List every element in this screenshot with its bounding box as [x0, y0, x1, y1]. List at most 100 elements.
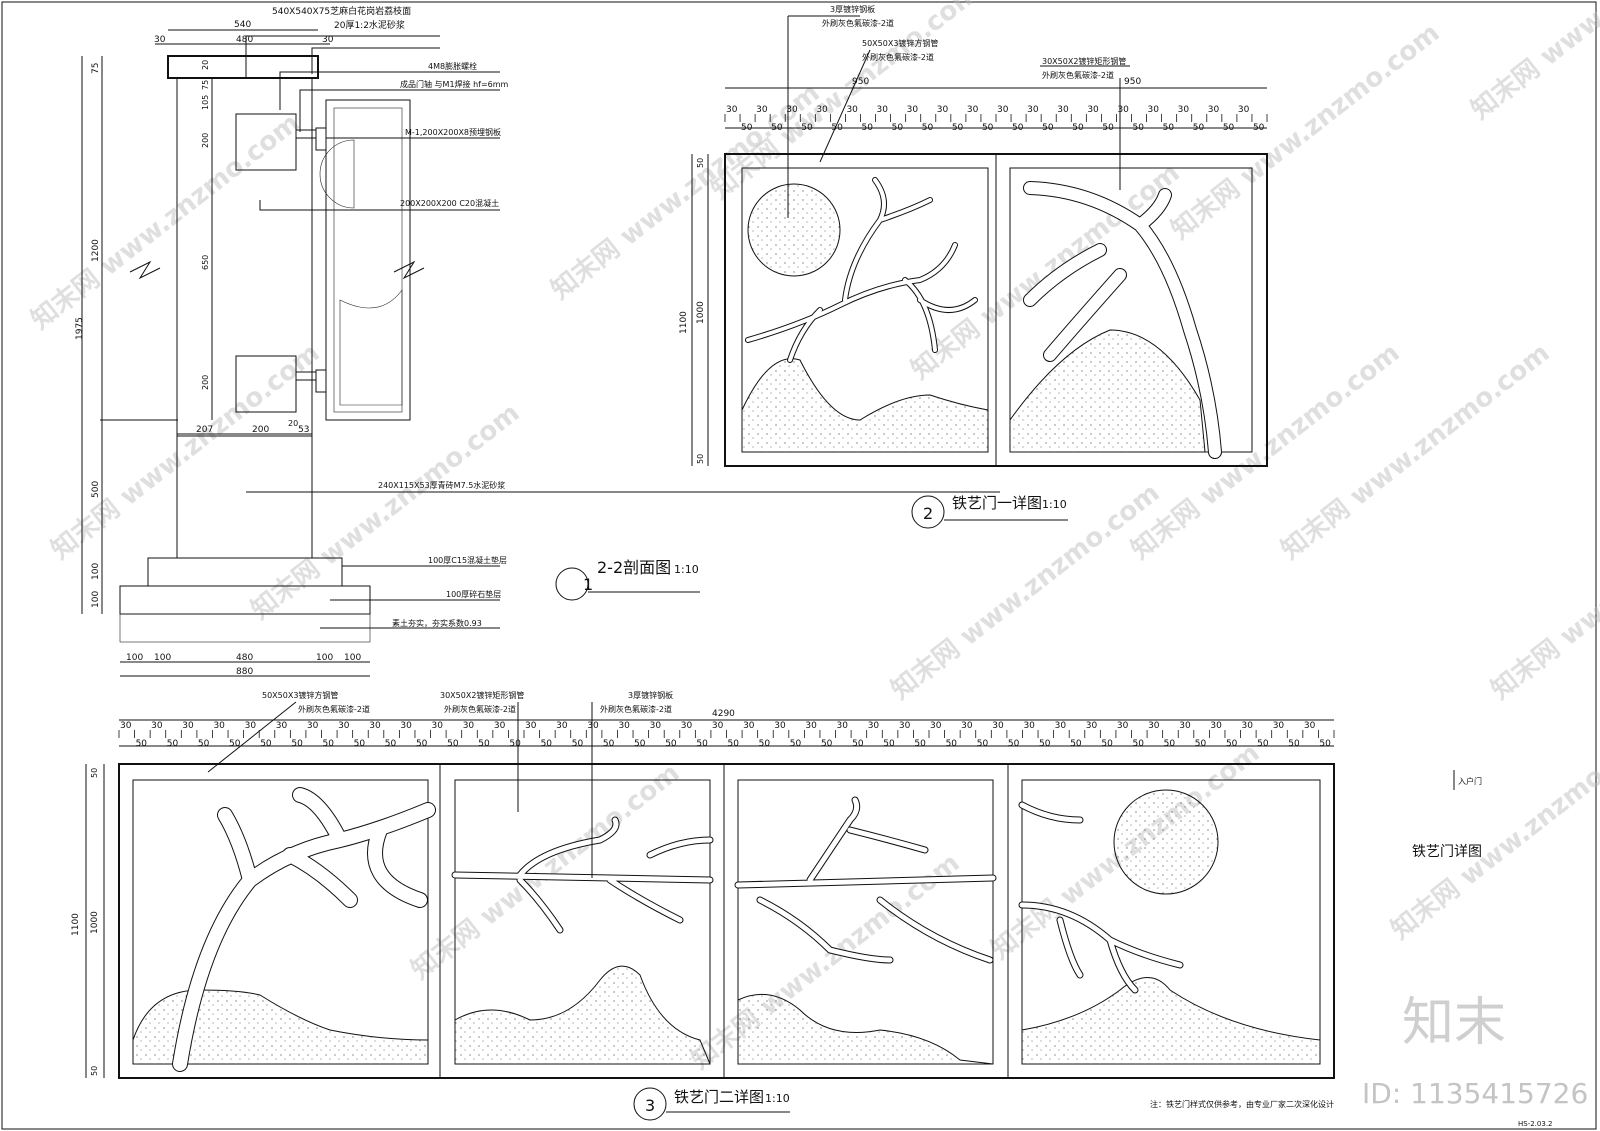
g1-tick-label: 50 [1193, 123, 1205, 133]
gate-one-dimension-lines [691, 87, 1267, 466]
g2-tick-label: 50 [291, 739, 303, 749]
section-number-circle [555, 567, 589, 601]
watermark-text: 知末网 www.znzmo.com [406, 758, 686, 986]
g1-callout-tube: 50X50X3镀锌方钢管 [862, 38, 938, 48]
gate-two-hills-1-texture [133, 990, 428, 1064]
g2-tick-label: 30 [1117, 721, 1129, 731]
g2-tick-label: 50 [821, 739, 833, 749]
dim-53: 53 [298, 425, 309, 435]
gate-two-detail: 3050305030503050305030503050305030503050… [85, 701, 1335, 1121]
g2-tick-label: 30 [276, 721, 288, 731]
g1-tick-label: 50 [982, 123, 994, 133]
section-dimension-lines [81, 29, 370, 677]
g1-tick-label: 30 [997, 105, 1009, 115]
watermark-text: 知末网 www.znzmo.com [1466, 0, 1600, 126]
g2-dim-50-bottom: 50 [90, 1066, 99, 1076]
gate-profile-infill [333, 107, 403, 413]
g2-dim-4290: 4290 [712, 709, 735, 719]
g1-tick-label: 50 [1253, 123, 1265, 133]
concrete-block-lower [235, 355, 297, 413]
g2-tick-label: 30 [432, 721, 444, 731]
g1-tick-label: 30 [1087, 105, 1099, 115]
g1-callout-plate: 3厚镀锌钢板 [830, 4, 875, 14]
gate-one-trunk-right-inner [1024, 182, 1221, 458]
g2-callout-tube-paint: 外刷灰色氟碳漆-2道 [298, 704, 370, 714]
g2-tick-label: 30 [805, 721, 817, 731]
watermark-text: 知末网 www.znzmo.com [1166, 18, 1446, 246]
dim-bottom-480: 480 [236, 653, 253, 663]
g2-tick-label: 50 [509, 739, 521, 749]
dim-30-left: 30 [154, 35, 166, 45]
dim-100-a: 100 [91, 563, 101, 580]
g2-dim-1100: 1100 [71, 913, 81, 936]
callout-gravel: 100厚碎石垫层 [446, 589, 501, 599]
gate-two-frame [118, 763, 1335, 1079]
g2-tick-label: 30 [213, 721, 225, 731]
gate-two-branch-3-inner [735, 797, 996, 963]
g2-tick-label: 30 [525, 721, 537, 731]
g1-tick-label: 30 [1238, 105, 1250, 115]
g1-tick-label: 30 [1208, 105, 1220, 115]
g2-tick-label: 50 [354, 739, 366, 749]
g2-tick-label: 30 [712, 721, 724, 731]
g2-tick-label: 30 [1304, 721, 1316, 731]
g1-tick-label: 50 [831, 123, 843, 133]
dim-20: 20 [201, 60, 210, 70]
g2-dim-50-top: 50 [90, 768, 99, 778]
callout-brick: 240X115X53厚青砖M7.5水泥砂浆 [378, 480, 505, 490]
g2-tick-label: 30 [1023, 721, 1035, 731]
g2-tick-label: 30 [1055, 721, 1067, 731]
g2-tick-label: 50 [1164, 739, 1176, 749]
g2-tick-label: 50 [883, 739, 895, 749]
g2-tick-label: 50 [696, 739, 708, 749]
g2-callout-tube: 50X50X3镀锌方钢管 [262, 690, 338, 700]
g2-tick-label: 30 [182, 721, 194, 731]
dim-bottom-100-c: 100 [316, 653, 333, 663]
g1-tick-label: 50 [1012, 123, 1024, 133]
g2-tick-label: 50 [728, 739, 740, 749]
gate-one-tick-row: 3050305030503050305030503050305030503050… [724, 105, 1268, 133]
g2-tick-label: 30 [1179, 721, 1191, 731]
hinge-plate-upper [315, 127, 327, 151]
id-watermark: ID: 1135415726 [1362, 1077, 1588, 1110]
dim-bottom-100-d: 100 [344, 653, 361, 663]
g1-callout-rect: 30X50X2镀锌矩形钢管 [1042, 56, 1126, 66]
g2-tick-label: 30 [245, 721, 257, 731]
dim-20-b: 20 [288, 419, 298, 428]
g1-tick-label: 30 [877, 105, 889, 115]
g2-tick-label: 50 [198, 739, 210, 749]
g2-tick-label: 50 [229, 739, 241, 749]
g1-tick-label: 50 [741, 123, 753, 133]
g1-tick-label: 30 [1178, 105, 1190, 115]
g1-tick-label: 30 [937, 105, 949, 115]
g2-tick-label: 50 [665, 739, 677, 749]
dim-1975: 1975 [75, 317, 85, 340]
g2-tick-label: 30 [556, 721, 568, 731]
g2-callout-plate: 3厚镀锌钢板 [628, 690, 673, 700]
g2-tick-label: 30 [307, 721, 319, 731]
watermark-text: 知末网 www.znzmo.com [26, 108, 306, 336]
sheet-code: HS-2.03.2 [1518, 1120, 1553, 1128]
g2-tick-label: 50 [1257, 739, 1269, 749]
g2-tick-label: 50 [136, 739, 148, 749]
g2-tick-label: 30 [369, 721, 381, 731]
dim-200-row: 200 [252, 425, 269, 435]
g2-tick-label: 50 [946, 739, 958, 749]
g2-tick-label: 30 [338, 721, 350, 731]
g1-callout-rect-paint: 外刷灰色氟碳漆-2道 [1042, 70, 1114, 80]
concrete-block-upper [235, 113, 297, 171]
g2-tick-label: 50 [1101, 739, 1113, 749]
g2-tick-label: 50 [1195, 739, 1207, 749]
callout-bolts: 4M8膨胀螺栓 [428, 61, 477, 71]
gate-one-moon-texture [748, 184, 840, 276]
g2-tick-label: 30 [587, 721, 599, 731]
watermark-text: 知末网 www.znzmo.com [706, 0, 986, 206]
gate-two-branch-4-inner [1019, 802, 1183, 993]
g2-tick-label: 50 [603, 739, 615, 749]
g1-tick-label: 50 [1042, 123, 1054, 133]
gate-one-hills-left-texture [742, 358, 988, 452]
callout-hinge: 成品门轴 与M1焊接 hf=6mm [400, 79, 509, 89]
callout-concrete: 200X200X200 C20混凝土 [400, 198, 499, 208]
dim-200-b: 200 [201, 375, 210, 390]
